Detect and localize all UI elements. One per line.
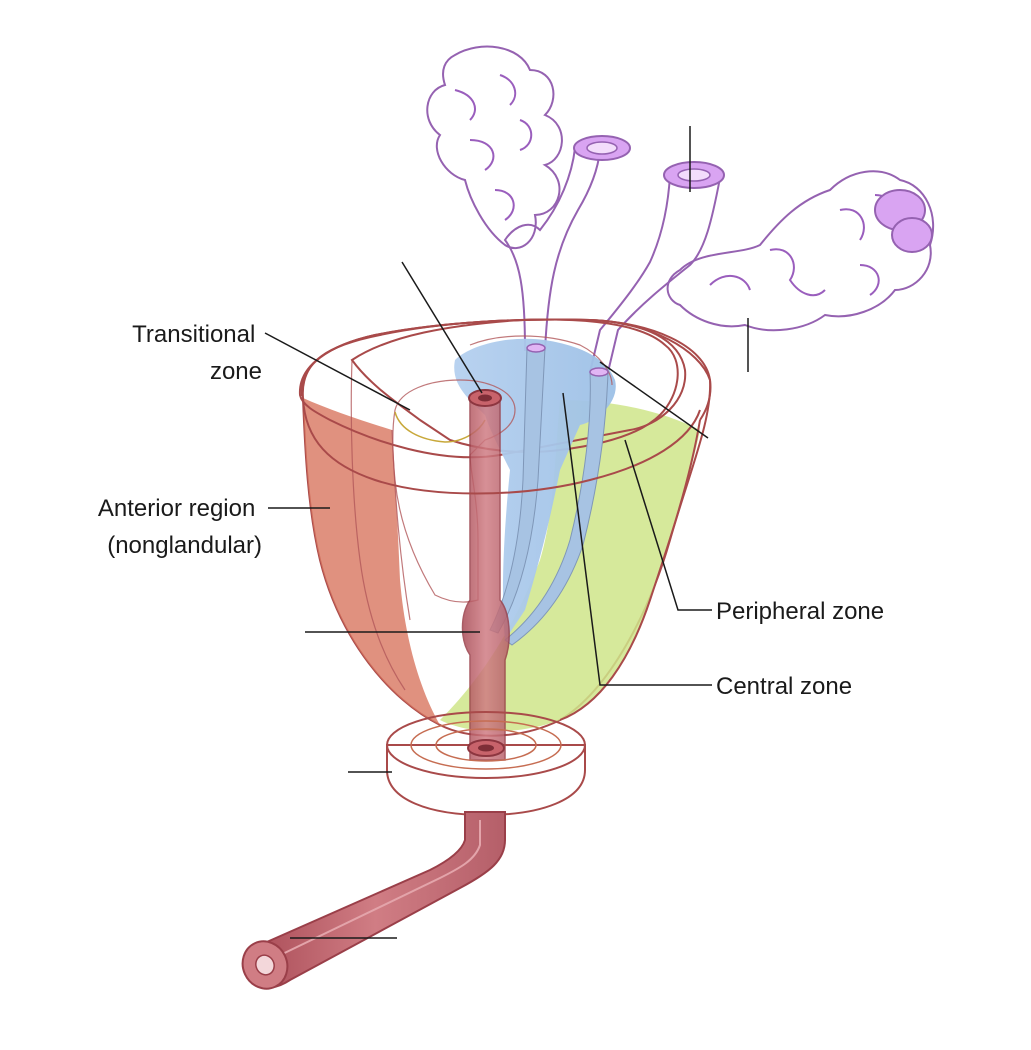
label-anterior-region: Anterior region (nonglandular) (98, 495, 262, 559)
leader-transitional-zone (264, 332, 411, 411)
prostatic-urethra (461, 397, 510, 761)
leader-peripheral-zone (624, 439, 712, 611)
label-transitional-zone-line1: Transitional (132, 321, 255, 348)
distal-urethra (241, 811, 506, 990)
label-peripheral-zone: Peripheral zone (716, 598, 884, 625)
right-seminal-vesicle (666, 170, 935, 332)
label-transitional-zone: Transitional zone (132, 321, 262, 385)
leader-unlabeled-urethra-top (401, 261, 483, 394)
leader-unlabeled-duct-opening (599, 361, 709, 439)
label-anterior-region-line1: Anterior region (98, 495, 255, 522)
leader-central-zone (562, 392, 712, 686)
anterior-region-shape (303, 398, 440, 725)
label-transitional-zone-line2: zone (210, 358, 262, 385)
leader-lines (264, 126, 749, 939)
diagram-labels: Transitional zone Anterior region (nongl… (98, 321, 884, 700)
label-anterior-region-line2: (nonglandular) (107, 532, 262, 559)
left-seminal-vesicle (426, 45, 563, 250)
label-central-zone: Central zone (716, 673, 852, 700)
right-ejaculatory-duct (588, 161, 725, 373)
prostate-body (298, 318, 712, 761)
left-ejaculatory-duct (503, 135, 631, 351)
